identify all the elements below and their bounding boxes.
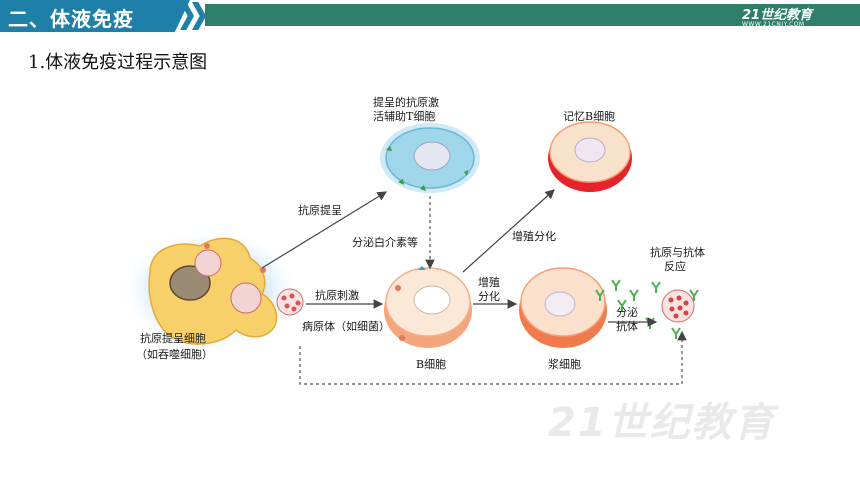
antigen-dot bbox=[399, 335, 405, 341]
pathogen-cluster bbox=[230, 282, 262, 314]
label-proliferate-1: 增殖分化 bbox=[512, 229, 556, 243]
receptor-icon bbox=[418, 266, 426, 270]
label-reaction-1: 抗原与抗体 bbox=[650, 245, 705, 259]
plasma-nucleus bbox=[544, 291, 576, 317]
brand-logo: 21世纪教育 WWW.21CNJY.COM bbox=[742, 4, 812, 28]
label-secrete-2: 抗体 bbox=[616, 319, 638, 333]
logo-subtext: WWW.21CNJY.COM bbox=[742, 21, 805, 28]
header-bar: 二、体液免疫 21世纪教育 WWW.21CNJY.COM bbox=[0, 0, 860, 32]
label-apc-1: 抗原提呈细胞 bbox=[140, 331, 206, 345]
antigen-dot bbox=[260, 267, 266, 273]
b-cell-nucleus bbox=[413, 285, 451, 315]
label-secrete-cytokines: 分泌白介素等 bbox=[352, 235, 418, 249]
memory-b-nucleus bbox=[574, 137, 606, 163]
label-apc-2: （如吞噬细胞） bbox=[136, 347, 213, 361]
label-antigen-present: 抗原提呈 bbox=[298, 203, 342, 217]
arrow-pathogen-reaction bbox=[299, 330, 687, 385]
label-b-cell: B细胞 bbox=[416, 358, 446, 371]
label-antigen-stim: 抗原刺激 bbox=[315, 288, 359, 302]
label-th-cell-2: 活辅助T细胞 bbox=[373, 109, 435, 123]
pathogen-cluster bbox=[194, 249, 222, 277]
label-plasma-cell: 浆细胞 bbox=[548, 357, 581, 371]
section-title: 二、体液免疫 bbox=[8, 7, 134, 31]
apc-nucleus bbox=[169, 265, 211, 301]
watermark: 21世纪教育 bbox=[548, 400, 776, 446]
pathogen bbox=[276, 288, 304, 316]
apc-cell bbox=[148, 237, 278, 345]
arrow-to-memory bbox=[462, 189, 555, 273]
th-nucleus bbox=[413, 141, 451, 171]
label-secrete-1: 分泌 bbox=[616, 306, 638, 319]
label-proliferate-2b: 分化 bbox=[478, 289, 500, 303]
label-pathogen: 病原体（如细菌） bbox=[302, 319, 390, 333]
antigen-dot bbox=[204, 243, 210, 249]
label-th-cell: 提呈的抗原激 bbox=[373, 95, 439, 109]
section-tab bbox=[0, 0, 190, 32]
antigen-dot bbox=[395, 285, 401, 291]
arrow-antigen-present bbox=[261, 191, 388, 269]
logo-text: 21世纪教育 bbox=[742, 8, 813, 23]
header-stripe bbox=[205, 4, 860, 26]
label-reaction-2: 反应 bbox=[664, 259, 686, 273]
page-heading: 1.体液免疫过程示意图 bbox=[28, 52, 208, 73]
label-memory-b: 记忆B细胞 bbox=[563, 110, 615, 123]
label-proliferate-2a: 增殖 bbox=[478, 275, 500, 289]
